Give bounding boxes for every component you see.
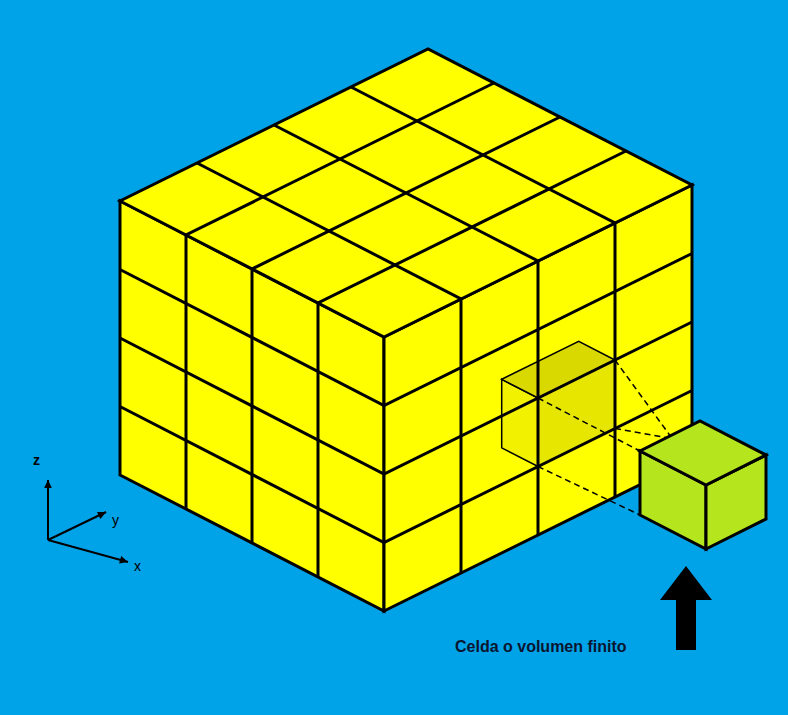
cube-grid <box>120 49 692 611</box>
axis-label: y <box>112 512 119 528</box>
callout-label: Celda o volumen finito <box>455 638 627 656</box>
pointer-arrow <box>660 566 712 650</box>
extraction-line <box>538 398 640 451</box>
axis-label: z <box>33 452 40 468</box>
finite-volume-cell <box>640 421 766 549</box>
axis-triad <box>44 480 128 564</box>
extraction-line <box>538 467 640 516</box>
axis-label: x <box>134 558 141 574</box>
